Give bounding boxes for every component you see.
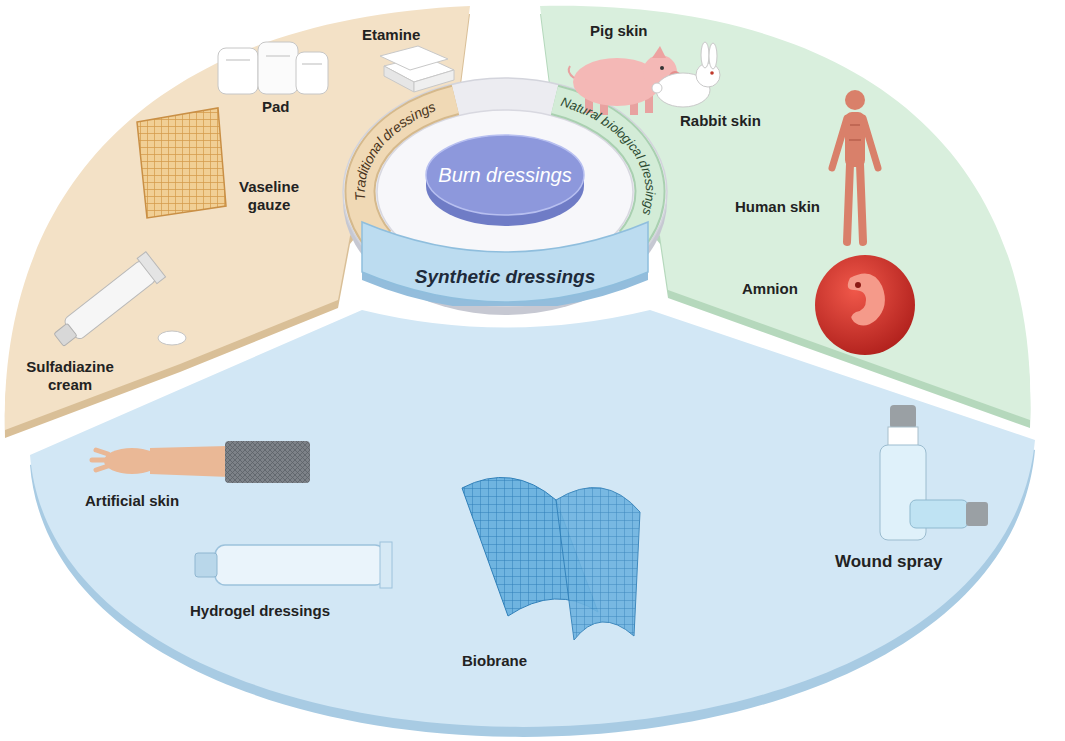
rabbit-figure (652, 42, 720, 107)
cream-tube-figure (54, 323, 77, 346)
category-title: Traditional dressings (340, 85, 475, 255)
category-title: Natural biological dressings (535, 85, 670, 255)
hydrogel-tube-figure (380, 542, 392, 588)
curved-letter: T (351, 191, 368, 201)
cream-tube-figure (137, 252, 165, 284)
item-label: Pad (262, 98, 290, 116)
spray-figure (966, 502, 988, 526)
human-figure (860, 164, 863, 242)
disc-shape (426, 135, 584, 215)
pad-figure (258, 42, 298, 94)
amnion-figure (848, 274, 885, 326)
item-label: Wound spray (835, 552, 942, 572)
hydrogel-tube-figure (195, 542, 392, 588)
human-figure (845, 90, 865, 110)
human-figure (832, 118, 847, 168)
pig-figure (569, 66, 574, 78)
category-band: Natural biological dressings (535, 85, 670, 255)
arm-figure (104, 448, 160, 474)
spray-figure (890, 405, 916, 429)
center-title: Burn dressings (438, 164, 571, 187)
hydrogel-tube-figure (195, 553, 217, 577)
synthetic-sector (30, 310, 1035, 727)
spray-figure (910, 500, 968, 528)
tab-shape (362, 222, 648, 302)
center-ring (343, 78, 667, 315)
arm-figure (92, 441, 310, 483)
amnion-figure (815, 255, 915, 355)
cream-tube-figure (63, 259, 158, 341)
rabbit-figure (696, 63, 720, 87)
hydrogel-tube-figure (215, 545, 385, 585)
pad-figure (296, 52, 328, 94)
spray-figure (888, 427, 918, 447)
item-label: Artificial skin (85, 492, 179, 510)
pig-figure (660, 66, 664, 70)
item-label: Amnion (742, 280, 798, 298)
item-label: Hydrogel dressings (190, 602, 330, 620)
center-ring (343, 78, 667, 306)
cream-tube-figure (49, 252, 186, 353)
category-tab: Synthetic dressings (360, 220, 650, 306)
tab-shape (360, 220, 650, 306)
etamine-figure (380, 46, 448, 70)
human-figure (832, 90, 878, 242)
category-title: Synthetic dressings (415, 266, 596, 288)
arm-figure (92, 450, 108, 470)
amnion-figure (815, 255, 915, 355)
center-disc: Burn dressings (425, 133, 585, 229)
center-ring (343, 87, 667, 315)
pad-figure (218, 48, 258, 94)
item-label: Human skin (735, 198, 820, 216)
rabbit-figure (701, 42, 709, 68)
cream-tube-figure (49, 252, 166, 353)
cream-tube-figure (158, 331, 186, 345)
human-figure (847, 164, 850, 242)
rabbit-figure (709, 43, 717, 69)
item-label: Sulfadiazine cream (20, 358, 120, 394)
rabbit-figure (652, 83, 662, 93)
curved-letter: s (642, 185, 658, 192)
amnion-figure (855, 282, 861, 288)
etamine-figure (380, 46, 454, 92)
etamine-figure (414, 70, 454, 92)
item-label: Pig skin (590, 22, 648, 40)
pad-figure (226, 56, 322, 64)
biobrane-figure (556, 488, 640, 641)
spray-figure (880, 405, 988, 540)
category-band: Traditional dressings (340, 85, 475, 255)
human-figure (849, 125, 861, 140)
text-holder: Synthetic dressings (360, 264, 650, 290)
item-label: Rabbit skin (680, 112, 761, 130)
pad-figure (218, 42, 328, 94)
gauze-figure (137, 108, 226, 218)
text-holder: Burn dressings (425, 135, 585, 215)
gauze-figure (137, 108, 226, 218)
human-figure (863, 118, 878, 168)
pig-figure (652, 46, 666, 58)
biobrane-figure (462, 477, 640, 640)
item-label: Vaseline gauze (232, 178, 306, 214)
arm-figure (225, 441, 310, 483)
synthetic-sector (30, 310, 1035, 737)
rabbit-figure (710, 71, 714, 75)
item-label: Etamine (362, 26, 420, 44)
item-label: Biobrane (462, 652, 527, 670)
